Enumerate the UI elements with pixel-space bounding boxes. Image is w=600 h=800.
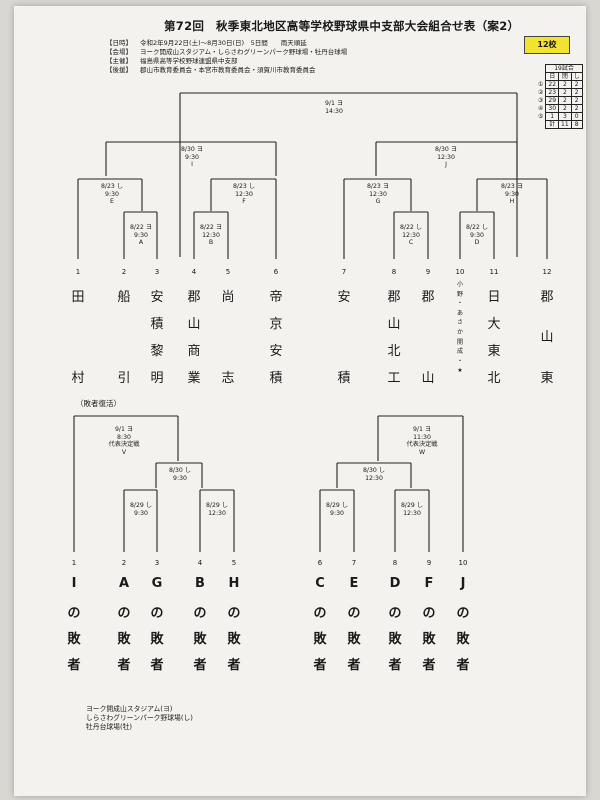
joint-team-char: さ: [456, 319, 463, 327]
venue-legend-york: ヨーク開成山スタジアム(ヨ): [86, 705, 173, 713]
team-number: 2: [121, 268, 127, 276]
info-key: 【会場】: [106, 48, 132, 56]
team-number: 10: [455, 268, 465, 276]
loser-number: 8: [392, 559, 398, 567]
info-key: 【後援】: [106, 66, 132, 74]
loser-number: 4: [197, 559, 203, 567]
bracket-line-semifinal-j: [375, 141, 518, 176]
info-value: ヨーク開成山スタジアム・しらさわグリーンパーク野球場・牡丹台球場: [140, 48, 348, 56]
bracket-line-semifinal-i: [105, 141, 277, 176]
joint-team-char: 開: [456, 338, 463, 346]
school-count-badge: 12校: [524, 36, 570, 54]
loser-number: 5: [231, 559, 237, 567]
bracket-line-game-g: [343, 178, 412, 259]
info-row-host: 【主催】福島県高等学校野球連盟県中支部: [106, 55, 238, 65]
info-row-venue: 【会場】ヨーク開成山スタジアム・しらさわグリーンパーク野球場・牡丹台球場: [106, 46, 347, 56]
joint-team-label: 小野・あさか開成・★: [452, 280, 468, 376]
bracket-sheet: 第72回 秋季東北地区高等学校野球県中支部大会組合せ表（案2） 12校 【日時】…: [14, 6, 586, 796]
bracket-lines: [73, 92, 548, 552]
loser-number: 6: [317, 559, 323, 567]
bracket-line-loser-l5: [319, 489, 355, 552]
info-key: 【主催】: [106, 57, 132, 65]
joint-team-char: 野: [456, 290, 463, 298]
joint-team-char: ★: [457, 367, 463, 375]
team-number: 7: [341, 268, 347, 276]
team-number: 4: [191, 268, 197, 276]
bracket-line-game-w: [377, 415, 464, 552]
bracket-line-loser-l1: [155, 462, 203, 488]
loser-number: 7: [351, 559, 357, 567]
venue-legend-shirasawa: しらさわグリーンパーク野球場(し): [86, 714, 193, 722]
info-value: 郡山市教育委員会・本宮市教育委員会・須賀川市教育委員会: [140, 66, 316, 74]
loser-number: 1: [71, 559, 77, 567]
bracket-line-loser-l3: [123, 489, 158, 552]
loser-number: 9: [426, 559, 432, 567]
joint-team-char: ・: [456, 300, 463, 308]
bracket-line-game-e: [77, 178, 143, 259]
team-number: 1: [75, 268, 81, 276]
info-value: 令和2年9月22日(土)～8月30日(日) 5日間 雨天順延: [140, 39, 307, 47]
team-number: 11: [489, 268, 499, 276]
bracket-line-loser-l4: [199, 489, 235, 552]
bracket-line-game-d: [459, 211, 495, 259]
info-row-support: 【後援】郡山市教育委員会・本宮市教育委員会・須賀川市教育委員会: [106, 64, 316, 74]
joint-team-char: ・: [456, 357, 463, 365]
page-title: 第72回 秋季東北地区高等学校野球県中支部大会組合せ表（案2）: [164, 19, 520, 33]
bracket-line-game-c: [393, 211, 429, 259]
venue-legend-botandai: 牡丹台球場(牡): [86, 723, 133, 731]
loser-number: 10: [458, 559, 468, 567]
bracket-line-game-f: [210, 178, 277, 259]
bracket-line-loser-l2: [336, 462, 412, 488]
team-number: 12: [542, 268, 552, 276]
joint-team-char: あ: [456, 309, 463, 317]
team-number: 5: [225, 268, 231, 276]
joint-team-char: か: [456, 328, 463, 336]
loser-number: 2: [121, 559, 127, 567]
info-key: 【日時】: [106, 39, 132, 47]
bracket-line-game-a: [123, 211, 158, 259]
bracket-line-game-v: [73, 415, 179, 552]
bracket-line-game-b: [193, 211, 229, 259]
bracket-line-game-h: [476, 178, 548, 259]
team-number: 8: [391, 268, 397, 276]
joint-team-char: 小: [456, 281, 463, 288]
bracket-line-loser-l6: [394, 489, 430, 552]
loser-number: 3: [154, 559, 160, 567]
team-number: 3: [154, 268, 160, 276]
loser-section-label: （敗者復活）: [76, 399, 121, 408]
joint-team-char: 成: [456, 348, 463, 356]
info-row-date: 【日時】令和2年9月22日(土)～8月30日(日) 5日間 雨天順延: [106, 37, 307, 47]
team-number: 6: [273, 268, 279, 276]
team-number: 9: [425, 268, 431, 276]
info-value: 福島県高等学校野球連盟県中支部: [140, 57, 238, 65]
